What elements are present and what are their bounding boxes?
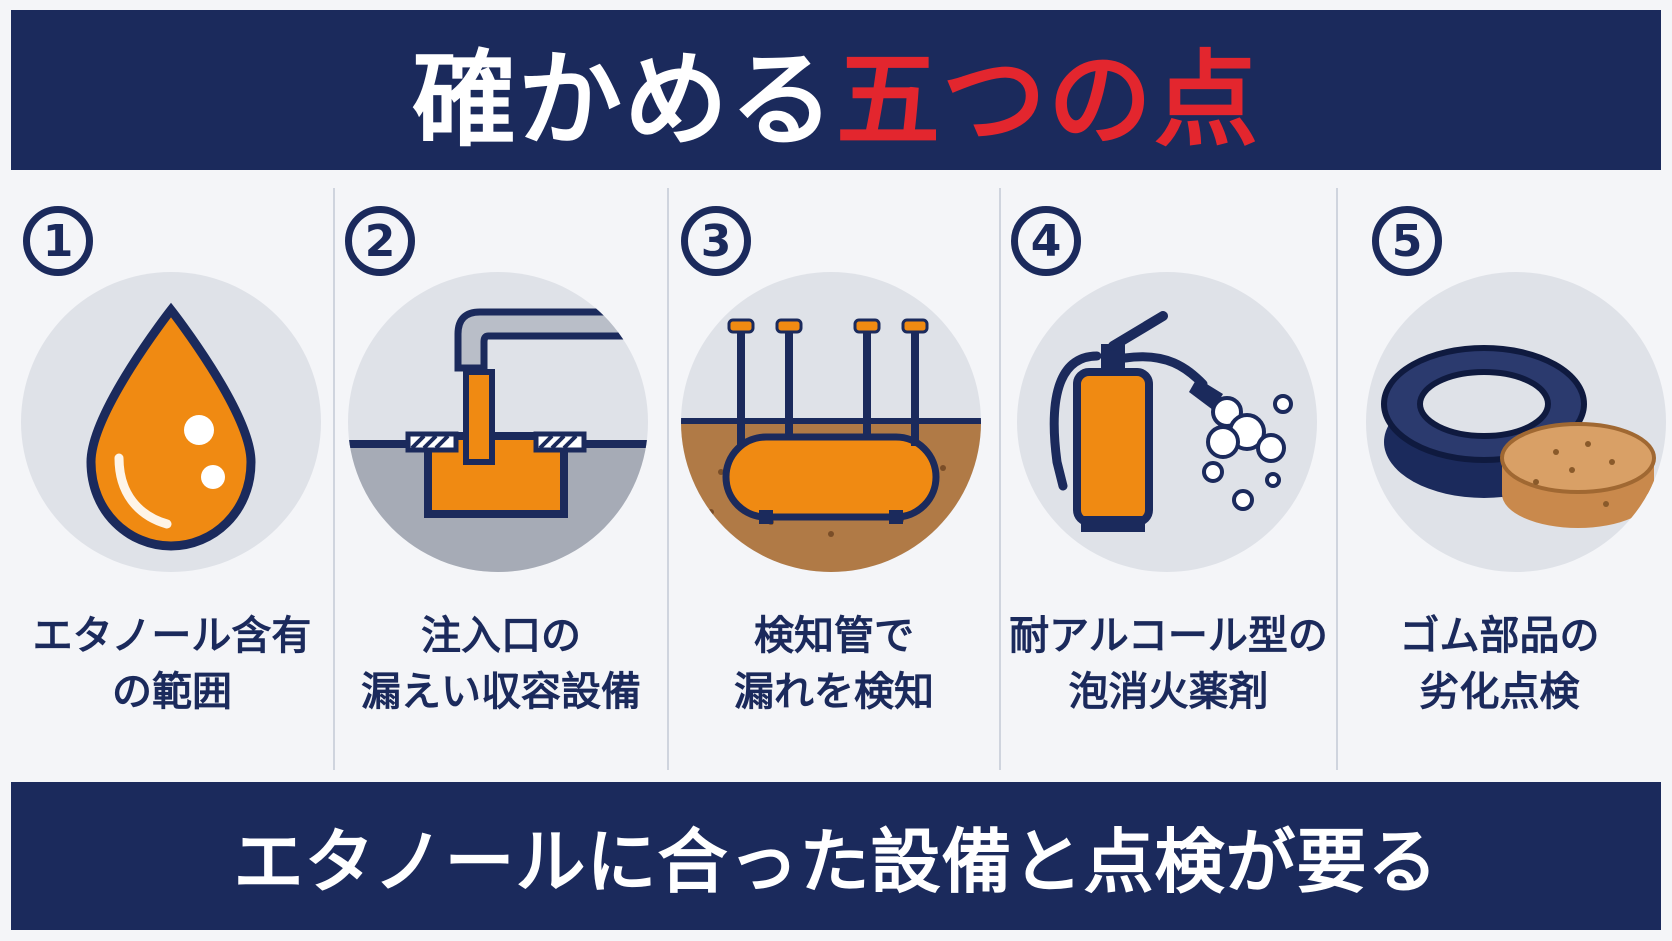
checkpoint-5: 5 ゴム部品の 劣化点検	[1338, 188, 1666, 770]
panel-divider	[333, 188, 335, 770]
checkpoint-2: 2 注入口の 漏えい収容設備	[335, 188, 667, 770]
fire-extinguisher-foam-icon	[1017, 272, 1317, 572]
title-banner: 確かめる五つの点	[11, 10, 1661, 170]
number-badge: 3	[681, 206, 751, 276]
number-badge: 4	[1011, 206, 1081, 276]
conclusion-text: エタノールに合った設備と点検が要る	[233, 820, 1439, 903]
number-badge: 1	[23, 206, 93, 276]
checkpoint-panels: 1 エタノール含有 の範囲 2	[11, 188, 1666, 770]
checkpoint-label: 耐アルコール型の 泡消火薬剤	[1009, 613, 1328, 715]
ethanol-drop-icon	[21, 272, 321, 572]
panel-divider	[1336, 188, 1338, 770]
checkpoint-label: ゴム部品の 劣化点検	[1399, 613, 1600, 715]
checkpoint-3: 3 検知管で 漏れを検知	[669, 188, 999, 770]
conclusion-banner: エタノールに合った設備と点検が要る	[11, 782, 1661, 930]
checkpoint-label: 検知管で 漏れを検知	[734, 613, 934, 715]
checkpoint-4: 4 耐アルコール型の 泡消火薬剤	[1001, 188, 1336, 770]
checkpoint-label: エタノール含有 の範囲	[32, 613, 312, 715]
leak-detection-tube-icon	[681, 272, 981, 572]
title-main: 確かめる	[411, 38, 836, 161]
checkpoint-label: 注入口の 漏えい収容設備	[361, 613, 641, 715]
filling-port-containment-icon	[348, 272, 648, 572]
panel-divider	[667, 188, 669, 770]
panel-divider	[999, 188, 1001, 770]
title-accent: 五つの点	[836, 38, 1261, 161]
rubber-parts-icon	[1366, 272, 1666, 572]
number-badge: 2	[345, 206, 415, 276]
number-badge: 5	[1372, 206, 1442, 276]
checkpoint-1: 1 エタノール含有 の範囲	[11, 188, 333, 770]
